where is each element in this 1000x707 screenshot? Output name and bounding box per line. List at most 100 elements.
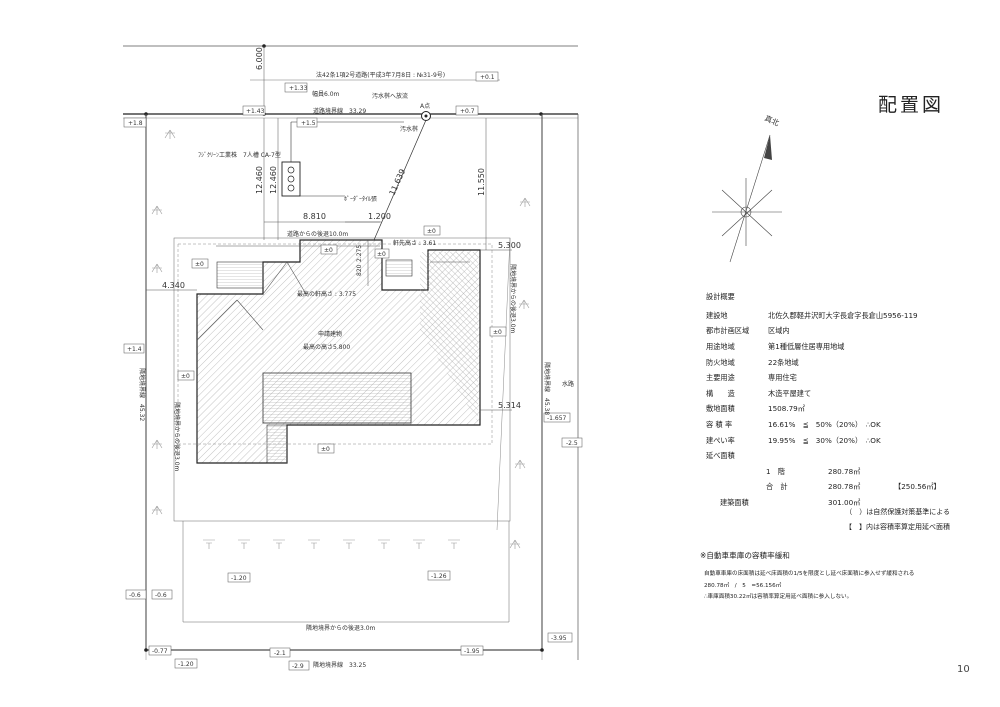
- summary-building-area-row: 建築面積 301.00㎡: [706, 495, 941, 511]
- elevation-label: -3.95: [551, 635, 567, 642]
- north-deck: [385, 259, 413, 277]
- dim-11550: 11.550: [477, 168, 486, 196]
- septic-tank-label: ﾌｼﾞｸﾘｰﾝ工業株 7人槽 CA-7型: [198, 151, 281, 159]
- tree-icon: [164, 129, 176, 139]
- relaxation-line: 280.78㎡ / 5 =56.156㎡: [704, 582, 782, 589]
- dim-5314: 5.314: [498, 401, 521, 410]
- total-label: 合 計: [766, 482, 788, 492]
- dim-8810: 8.810: [303, 212, 326, 221]
- summary-row-value: 22条地域: [768, 357, 799, 367]
- summary-row-value: 1508.79㎡: [768, 404, 805, 414]
- tree-icon: [514, 459, 526, 469]
- summary-row-value: 木造平屋建て: [768, 388, 812, 398]
- building-max-height: 最高の高さ5.800: [303, 343, 350, 351]
- summary-row-label: 建設地: [706, 310, 728, 320]
- east-boundary-label: 隣地境界線 45.38: [543, 362, 551, 415]
- summary-floor1-row: 1 階 280.78㎡: [706, 464, 941, 480]
- building-area-value: 301.00㎡: [828, 497, 861, 507]
- manhole-label: A点: [420, 102, 430, 110]
- elevation-label: -1.26: [431, 573, 447, 580]
- summary-row-value: 区域内: [768, 326, 790, 336]
- waterway-label: 水路: [562, 380, 574, 388]
- west-deck: [216, 261, 264, 289]
- dim-12460a: 12.460: [255, 166, 264, 194]
- summary-notes: （ ）は自然保護対策基準による 【 】内は容積率算定用延べ面積: [780, 505, 950, 535]
- elevation-label: +1.43: [246, 108, 265, 115]
- summary-row-label: 構 造: [706, 388, 735, 398]
- elevation-label: -2.5: [566, 440, 578, 447]
- summary-row-label: 防火地域: [706, 357, 735, 367]
- summary-row-value: 北佐久郡軽井沢町大字長倉字長倉山5956-119: [768, 310, 918, 320]
- relaxation-line: 自動車車庫の床面積は延べ床面積の1/5を限度とし延べ床面積に参入せず緩和される: [704, 571, 915, 577]
- porch-roof: [266, 424, 288, 464]
- shrub-row: [203, 539, 460, 549]
- page-number: 10: [957, 664, 970, 675]
- tree-icon: [151, 263, 163, 273]
- elevation-label: ±0: [321, 446, 330, 453]
- elevation-label: -1.657: [547, 415, 567, 422]
- elevation-label: ±0: [427, 228, 436, 235]
- sewer-basin-label: 汚水桝: [400, 125, 418, 133]
- dim-6000: 6.000: [255, 47, 264, 70]
- summary-row-value: 第1種低層住居専用地域: [768, 341, 845, 351]
- summary-row: 建設地 北佐久郡軽井沢町大字長倉字長倉山5956-119: [706, 308, 941, 324]
- dim-11639: 11.639: [388, 168, 408, 197]
- elevation-label: -0.6: [129, 592, 141, 599]
- setback-rectangle: [173, 237, 511, 522]
- dim-5300: 5.300: [498, 241, 521, 250]
- east-setback-label: 隣地境界からの後退3.0m: [509, 264, 517, 334]
- elevation-label: ±0: [181, 373, 190, 380]
- elevation-label: ±0: [377, 251, 386, 258]
- summary-row-label: 延べ面積: [706, 451, 735, 461]
- elevation-boxes: [123, 71, 583, 671]
- summary-total-row: 合 計 280.78㎡ 【250.56㎡】: [706, 480, 941, 496]
- north-label: 真北: [763, 113, 781, 128]
- building-name: 申請建物: [318, 330, 342, 338]
- elevation-label: ±0: [324, 247, 333, 254]
- summary-heading: 設計概要: [706, 292, 735, 301]
- summary-row-label: 主要用途: [706, 373, 735, 383]
- tree-icon: [151, 505, 163, 515]
- dim-12460b: 12.460: [269, 166, 278, 194]
- road-article-label: 法42条1項2号道路(平成3年7月8日 : №31-9号): [316, 71, 445, 79]
- garage-relaxation: ※自動車車庫の容積率緩和 自動車車庫の床面積は延べ床面積の1/5を限度とし延べ床…: [700, 550, 914, 604]
- eave-height-label: 最高の軒高さ : 3.775: [297, 290, 356, 298]
- sheet-title: 配置図: [878, 94, 945, 116]
- west-boundary-label: 隣地境界線 45.32: [138, 368, 146, 421]
- summary-row: 防火地域 22条地域: [706, 355, 941, 371]
- floor1-value: 280.78㎡: [828, 466, 861, 476]
- total-value: 280.78㎡: [828, 482, 861, 492]
- garage-roof: [262, 372, 412, 424]
- vegetation: [151, 129, 531, 549]
- elevation-label: +1.5: [301, 120, 316, 127]
- floor1-label: 1 階: [766, 466, 785, 476]
- tree-icon: [151, 205, 163, 215]
- elevation-label: -1.20: [178, 661, 194, 668]
- summary-row: 主要用途専用住宅: [706, 370, 941, 386]
- summary-row: 敷地面積 1508.79㎡: [706, 402, 941, 418]
- elevation-label: -1.20: [231, 575, 247, 582]
- elevation-label: -2.9: [292, 663, 304, 670]
- relaxation-line: ∴車庫面積30.22㎡は容積率算定用延べ面積に参入しない。: [704, 594, 853, 600]
- elevation-label: -1.95: [464, 648, 480, 655]
- dimension-lines: [146, 46, 512, 411]
- north-arrow-icon: [729, 134, 771, 263]
- summary-row-label: 容 積 率: [706, 419, 733, 429]
- dim-4340: 4.340: [162, 281, 185, 290]
- north-compass: [712, 134, 782, 263]
- summary-row-label: 敷地面積: [706, 404, 735, 414]
- south-setback-label: 隣地境界からの後退3.0m: [306, 624, 376, 632]
- summary-row-label: 建ぺい率: [706, 435, 735, 445]
- note-line: 【 】内は容積率算定用延べ面積: [845, 523, 950, 531]
- road-boundary-label: 道路境界線 33.29: [313, 107, 366, 115]
- sewer-pipe-line: [373, 119, 427, 241]
- summary-row: 用途地域第1種低層住居専用地域: [706, 339, 941, 355]
- elevation-label: -0.6: [155, 592, 167, 599]
- tree-icon: [151, 439, 163, 449]
- site-boundary: [144, 114, 579, 660]
